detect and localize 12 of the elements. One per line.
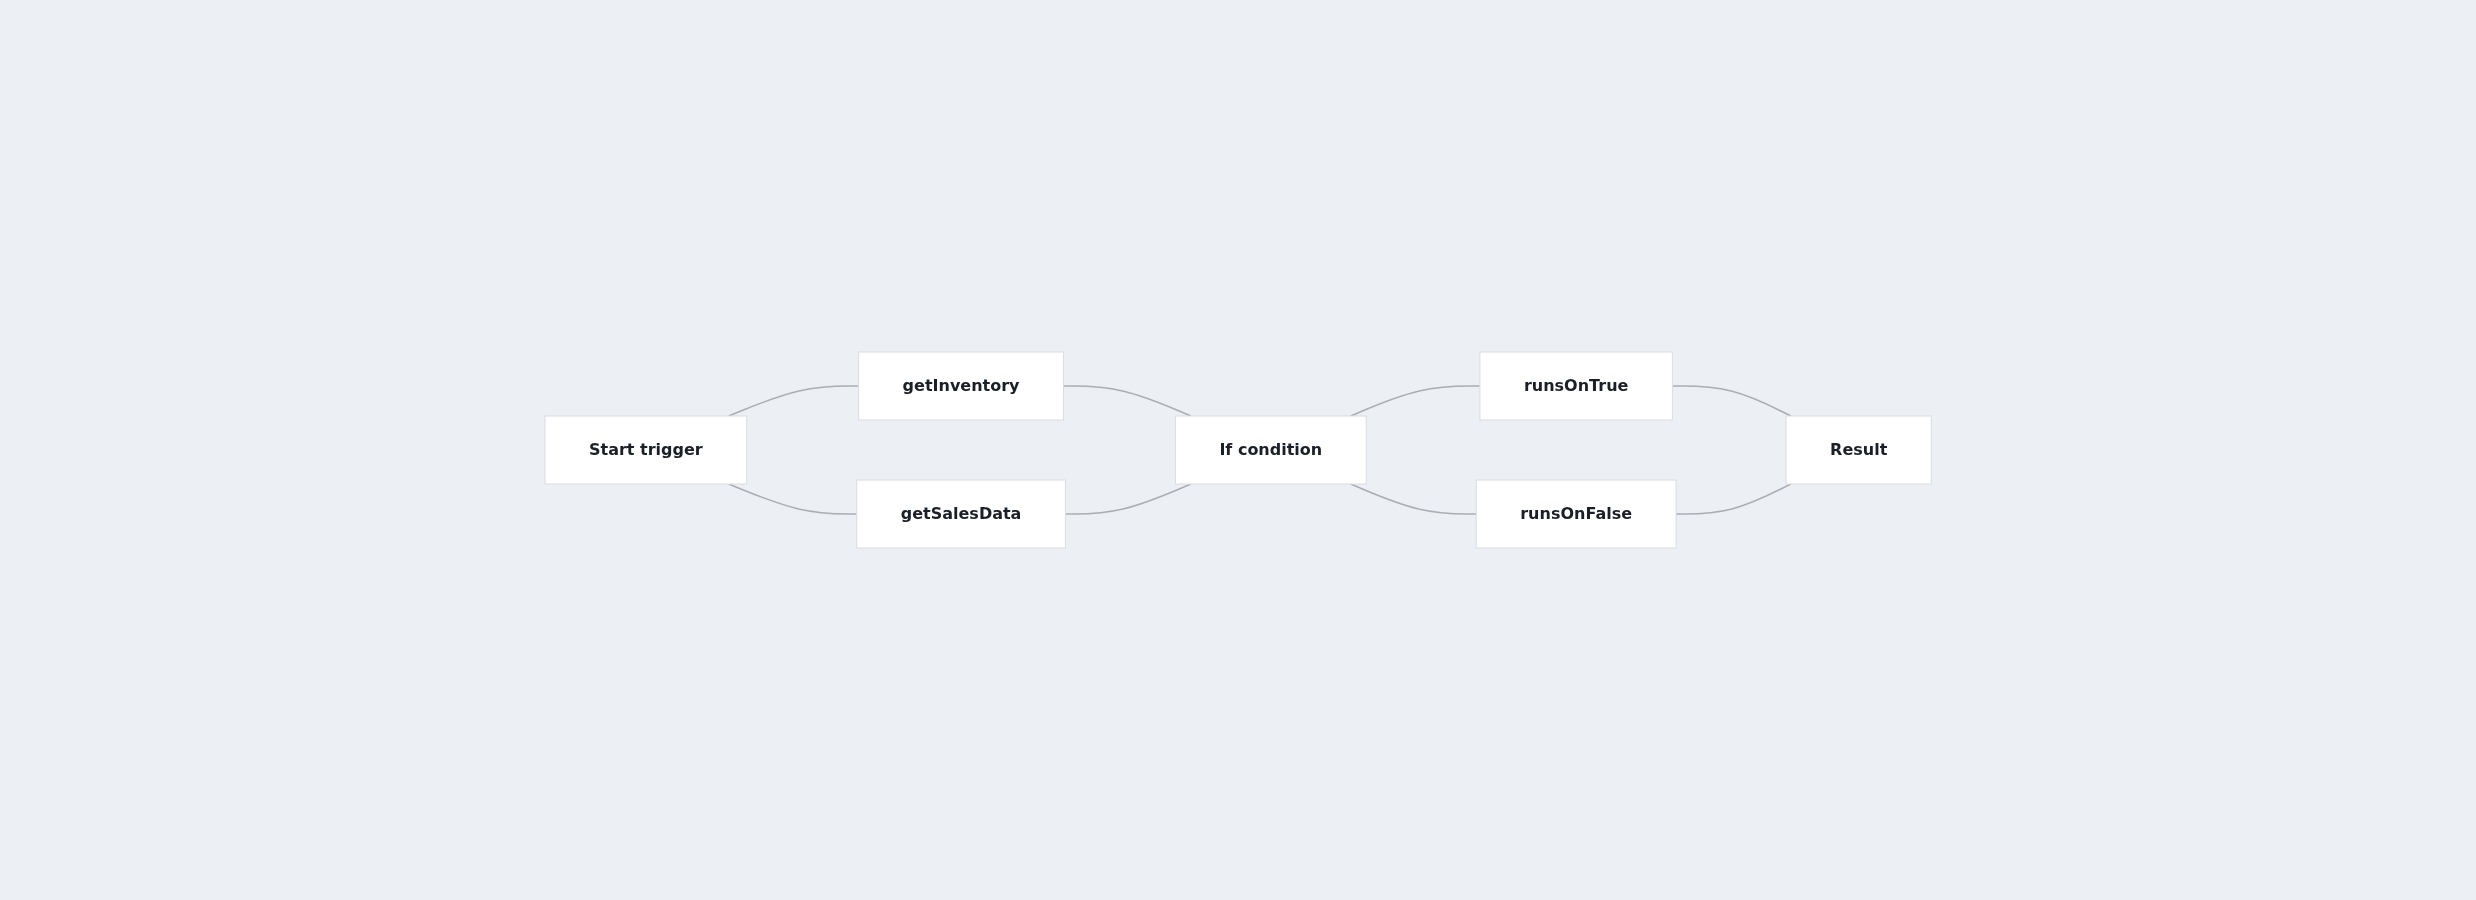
node-box: runsOnTrue <box>1479 351 1673 421</box>
connector <box>1675 483 1792 515</box>
connector <box>1349 385 1481 417</box>
node-box: If condition <box>1174 415 1367 485</box>
node-box: Result <box>1785 415 1932 485</box>
node-box: runsOnFalse <box>1475 479 1677 549</box>
node-box: Start trigger <box>544 415 748 485</box>
connector <box>1062 385 1192 417</box>
node-box: getSalesData <box>856 479 1066 549</box>
node-box: getInventory <box>857 351 1064 421</box>
connector <box>1671 385 1792 417</box>
connector <box>727 385 860 417</box>
